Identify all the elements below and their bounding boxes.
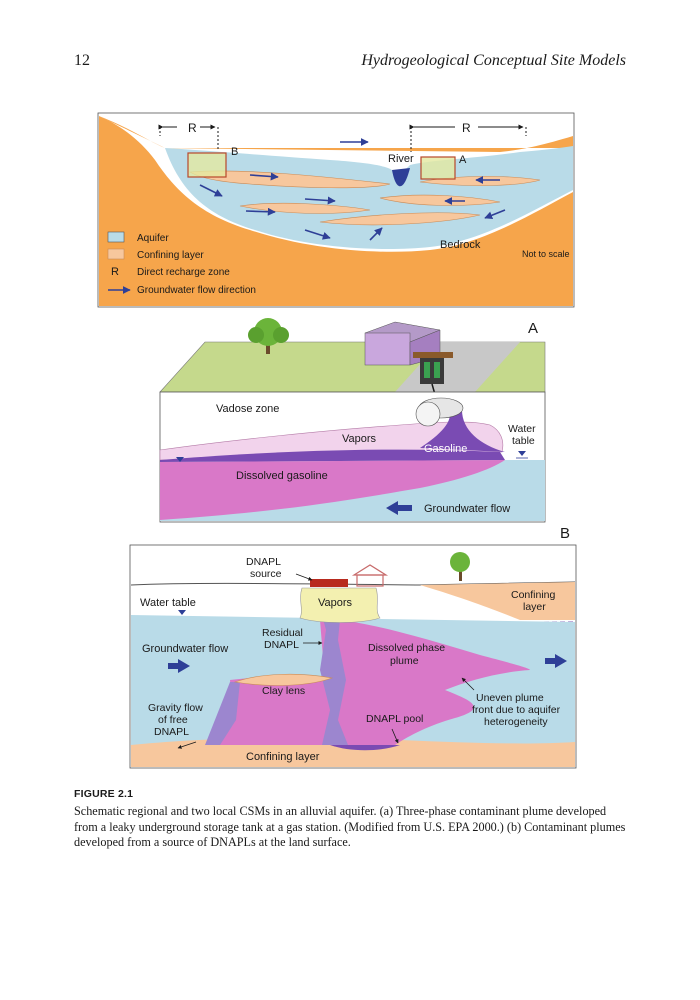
river-label: River bbox=[388, 153, 414, 165]
dnapl-source-label-2: source bbox=[250, 568, 282, 580]
gas-station-icon bbox=[364, 321, 453, 399]
house-icon bbox=[351, 564, 389, 587]
vapors-label-b: Vapors bbox=[318, 597, 353, 609]
running-head: Hydrogeological Conceptual Site Models bbox=[361, 52, 626, 69]
panel-a: A Vadose zone Vapors Gasoline Water tabl… bbox=[159, 318, 546, 523]
recharge-box-b bbox=[187, 152, 227, 178]
vapors-label-a: Vapors bbox=[342, 433, 377, 445]
flow-arrows bbox=[199, 138, 506, 241]
legend-recharge-symbol: R bbox=[111, 266, 119, 278]
aquifer-body bbox=[165, 146, 573, 249]
gravity-flow-label-2: of free bbox=[158, 714, 188, 726]
figure-caption-title: FIGURE 2.1 bbox=[74, 788, 134, 800]
residual-dnapl-label-1: Residual bbox=[262, 627, 303, 639]
dnapl-pool-label: DNAPL pool bbox=[366, 713, 423, 725]
recharge-box-a bbox=[420, 156, 456, 180]
water-table-label-a-2: table bbox=[512, 435, 535, 447]
recharge-symbol-right: R bbox=[462, 121, 471, 135]
regional-legend: Aquifer Confining layer R Direct recharg… bbox=[107, 231, 256, 296]
uneven-front-label-3: heterogeneity bbox=[484, 716, 548, 728]
dissolved-gasoline-label: Dissolved gasoline bbox=[236, 470, 328, 482]
panel-a-letter: A bbox=[528, 320, 538, 337]
water-table-label-b: Water table bbox=[140, 597, 196, 609]
uneven-front-label-1: Uneven plume bbox=[476, 692, 544, 704]
panel-b-letter: B bbox=[560, 525, 570, 542]
confining-top-label-1: Confining bbox=[511, 589, 556, 601]
dissolved-plume bbox=[160, 460, 505, 520]
dnapl-pool bbox=[330, 745, 400, 751]
bedrock-label: Bedrock bbox=[440, 239, 481, 251]
gravity-flow-label-1: Gravity flow bbox=[148, 702, 203, 714]
confining-top-label-2: layer bbox=[523, 601, 546, 613]
figure-caption-text: Schematic regional and two local CSMs in… bbox=[74, 804, 626, 849]
uneven-front-label-2: front due to aquifer bbox=[472, 704, 561, 716]
legend-flow-direction: Groundwater flow direction bbox=[137, 285, 256, 296]
residual-dnapl-label-2: DNAPL bbox=[264, 639, 299, 651]
gravity-flow-label-3: DNAPL bbox=[154, 726, 189, 738]
clay-lens bbox=[233, 673, 334, 686]
groundwater-flow-label-b: Groundwater flow bbox=[142, 643, 228, 655]
legend-recharge-zone: Direct recharge zone bbox=[137, 267, 230, 278]
gasoline-label: Gasoline bbox=[424, 443, 467, 455]
label-b-site: B bbox=[231, 146, 238, 158]
legend-confining-layer: Confining layer bbox=[137, 250, 204, 261]
tree-icon bbox=[248, 318, 289, 354]
panel-b: B DNAPL source Water table Vapors Confin… bbox=[129, 525, 577, 769]
legend-aquifer: Aquifer bbox=[137, 233, 169, 244]
dissolved-phase-label-1: Dissolved phase bbox=[368, 642, 445, 654]
tree-icon-b bbox=[450, 552, 470, 581]
bedrock-layer bbox=[99, 116, 573, 306]
groundwater-flow-label-a: Groundwater flow bbox=[424, 503, 510, 515]
dissolved-phase-plume bbox=[320, 620, 530, 745]
regional-panel: R R B A River Bedrock Not to scale Aquif… bbox=[97, 112, 575, 308]
confining-bottom-label: Confining layer bbox=[246, 751, 320, 763]
not-to-scale-label: Not to scale bbox=[522, 249, 570, 259]
page-number: 12 bbox=[74, 52, 90, 69]
underground-tank-icon bbox=[415, 397, 464, 427]
vadose-zone-label: Vadose zone bbox=[216, 403, 279, 415]
clay-lens-label: Clay lens bbox=[262, 685, 305, 697]
recharge-symbol-left: R bbox=[188, 121, 197, 135]
dissolved-phase-label-2: plume bbox=[390, 655, 419, 667]
figure-2-1: R R B A River Bedrock Not to scale Aquif… bbox=[97, 112, 577, 769]
water-table-label-a-1: Water bbox=[508, 423, 536, 435]
label-a-site: A bbox=[459, 154, 467, 166]
dnapl-source-label-1: DNAPL bbox=[246, 556, 281, 568]
